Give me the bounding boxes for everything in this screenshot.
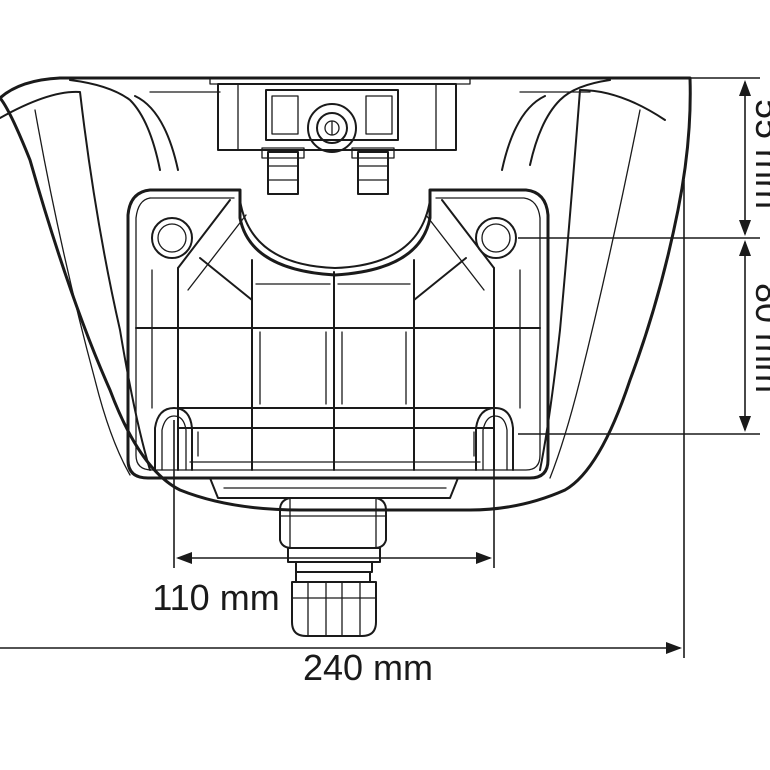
hole-top-left — [151, 217, 193, 259]
dim-label-110mm: 110 mm — [152, 577, 279, 618]
dim-label-240mm: 240 mm — [303, 647, 433, 688]
mounting-plate — [126, 188, 550, 499]
slot-bottom-right — [475, 407, 514, 471]
slot-bottom-left — [154, 407, 193, 471]
hole-top-right — [475, 217, 517, 259]
dimension-lines — [0, 77, 760, 658]
dim-label-80mm: 80 mm — [748, 283, 770, 393]
dim-label-55mm: 55 mm — [748, 99, 770, 209]
cable-gland — [279, 497, 387, 637]
housing-shell — [0, 76, 692, 512]
mounting-holes — [151, 217, 517, 471]
top-connector — [217, 83, 457, 195]
